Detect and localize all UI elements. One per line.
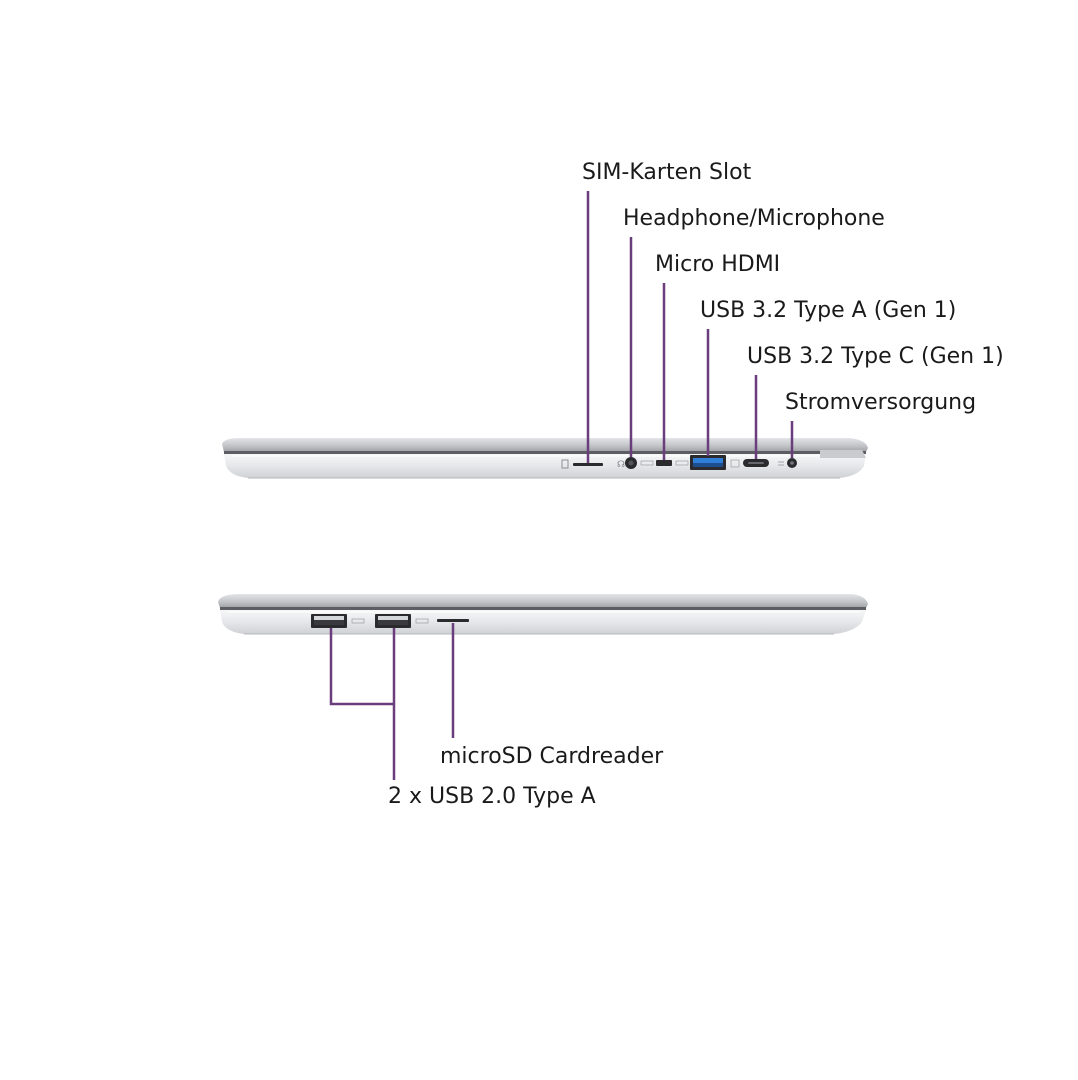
label-power: Stromversorgung [785, 390, 977, 415]
leader-lines-bottom [329, 623, 455, 780]
label-usb32-type-a: USB 3.2 Type A (Gen 1) [700, 298, 957, 323]
leader-lines-top [586, 191, 794, 463]
power-jack-port [778, 458, 797, 468]
usb-a-3-port [675, 455, 726, 470]
label-usb32-type-c: USB 3.2 Type C (Gen 1) [747, 344, 1004, 369]
laptop-left-side [218, 594, 868, 635]
svg-text:☊: ☊ [617, 460, 625, 470]
headphone-jack-port: ☊ [617, 457, 637, 470]
label-usb20-type-a: 2 x USB 2.0 Type A [388, 784, 596, 809]
label-microsd-cardreader: microSD Cardreader [440, 744, 664, 769]
micro-hdmi-port [640, 460, 672, 466]
label-micro-hdmi: Micro HDMI [655, 252, 781, 277]
usb-a-2-port-1 [311, 614, 365, 628]
usb-a-2-port-2 [375, 614, 429, 628]
label-headphone-microphone: Headphone/Microphone [623, 206, 885, 231]
label-sim-slot: SIM-Karten Slot [582, 160, 752, 185]
laptop-right-side: ☊ [222, 438, 868, 479]
microsd-slot-port [437, 619, 469, 622]
usb-c-port [730, 459, 769, 468]
sim-slot-port [561, 459, 603, 469]
